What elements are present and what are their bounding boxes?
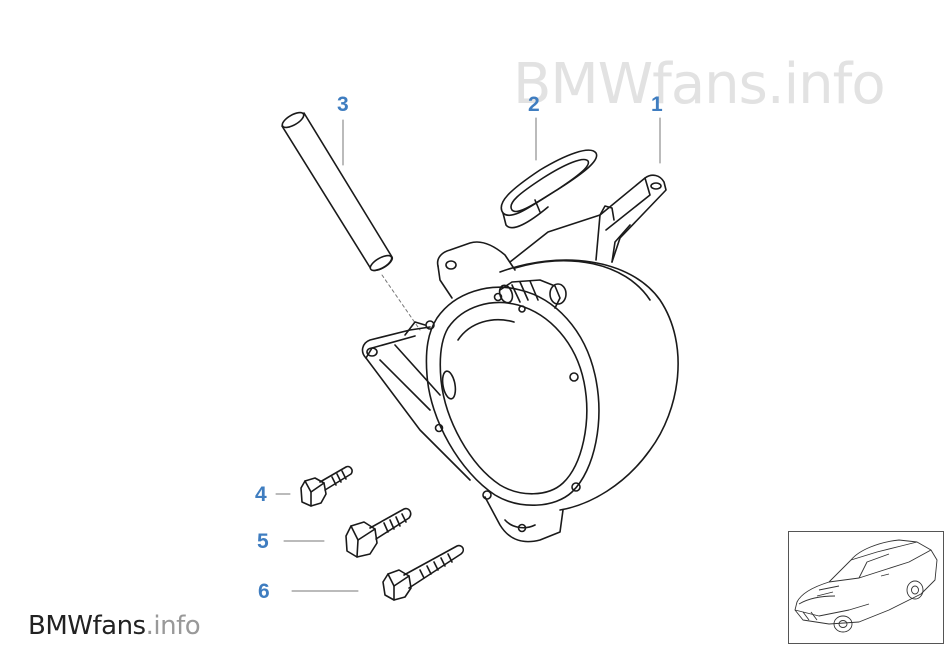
part-2-gasket	[500, 149, 598, 229]
watermark-top-fans: fans	[652, 52, 768, 117]
watermark-bottom-info: .info	[145, 611, 201, 641]
watermark-top-info: .info	[766, 52, 886, 117]
watermark-top-brand: BMW	[513, 52, 653, 117]
car-thumbnail[interactable]	[788, 531, 944, 644]
callout-2[interactable]: 2	[528, 93, 540, 116]
watermark-bottom-fans: fans	[92, 611, 146, 641]
car-thumbnail-icon	[794, 539, 938, 633]
part-1-housing	[361, 174, 679, 543]
callout-1[interactable]: 1	[651, 93, 663, 116]
part-3-tube	[281, 111, 394, 272]
callout-6[interactable]: 6	[258, 580, 270, 603]
callout-4[interactable]: 4	[255, 483, 267, 506]
watermark-bottom-brand: BMW	[28, 611, 93, 641]
callout-5[interactable]: 5	[257, 530, 269, 553]
part-5-bolt	[345, 507, 412, 558]
callout-3[interactable]: 3	[337, 93, 349, 116]
leader-lines	[275, 117, 661, 592]
watermark-bottom: BMWfans.info	[28, 611, 201, 641]
watermark-top: BMWfans.info	[513, 52, 886, 117]
part-4-bolt	[300, 465, 353, 507]
part-6-bolt	[382, 544, 465, 601]
